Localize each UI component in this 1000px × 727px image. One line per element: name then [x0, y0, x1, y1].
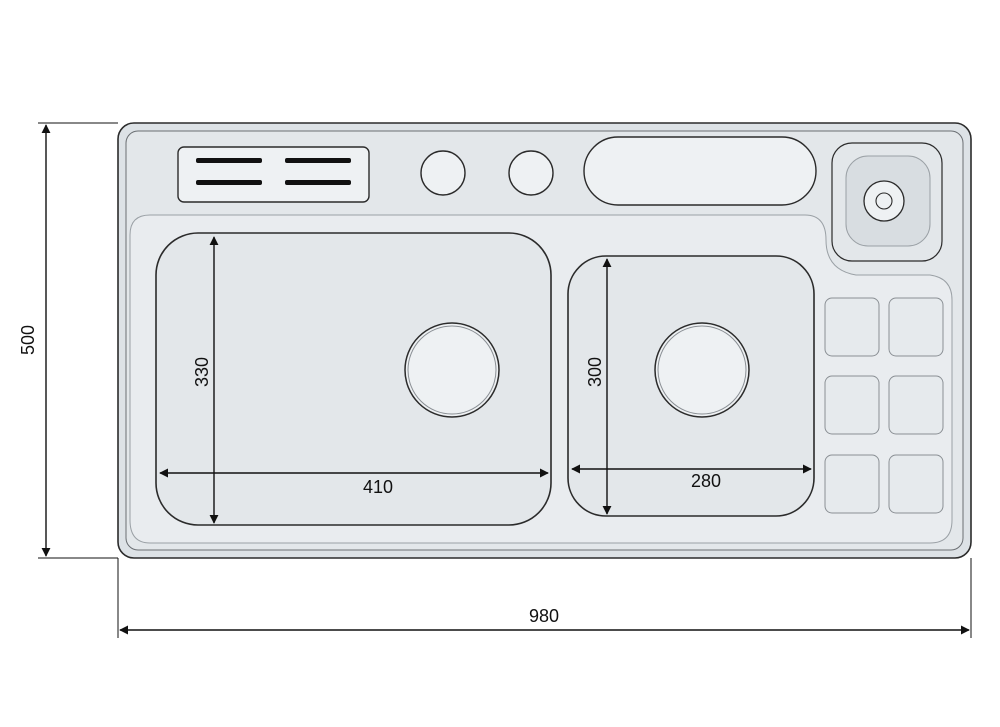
dim-large-bowl-depth-label: 330	[192, 357, 212, 387]
tile-pad-2	[888, 297, 944, 357]
small-drain-center	[875, 192, 893, 210]
dim-small-bowl-depth-label: 300	[585, 357, 605, 387]
large-bowl	[155, 232, 552, 526]
dim-width-label: 980	[529, 606, 559, 626]
tile-pad-3	[824, 375, 880, 435]
small-bowl-drain-rim	[657, 325, 747, 415]
dim-small-bowl-width-label: 280	[691, 471, 721, 491]
slot-3	[285, 158, 351, 163]
slot-plate	[177, 146, 370, 203]
large-bowl-drain-rim	[407, 325, 497, 415]
slot-2	[196, 180, 262, 185]
tile-pad-6	[888, 454, 944, 514]
slot-1	[196, 158, 262, 163]
tile-pad-5	[824, 454, 880, 514]
small-bowl-drain	[654, 322, 750, 418]
faucet-hole-right	[508, 150, 554, 196]
tile-pad-1	[824, 297, 880, 357]
dim-large-bowl-width-label: 410	[363, 477, 393, 497]
slot-4	[285, 180, 351, 185]
soap-tray	[583, 136, 817, 206]
faucet-hole-left	[420, 150, 466, 196]
large-bowl-drain	[404, 322, 500, 418]
tile-pad-4	[888, 375, 944, 435]
dim-depth-label: 500	[18, 325, 38, 355]
